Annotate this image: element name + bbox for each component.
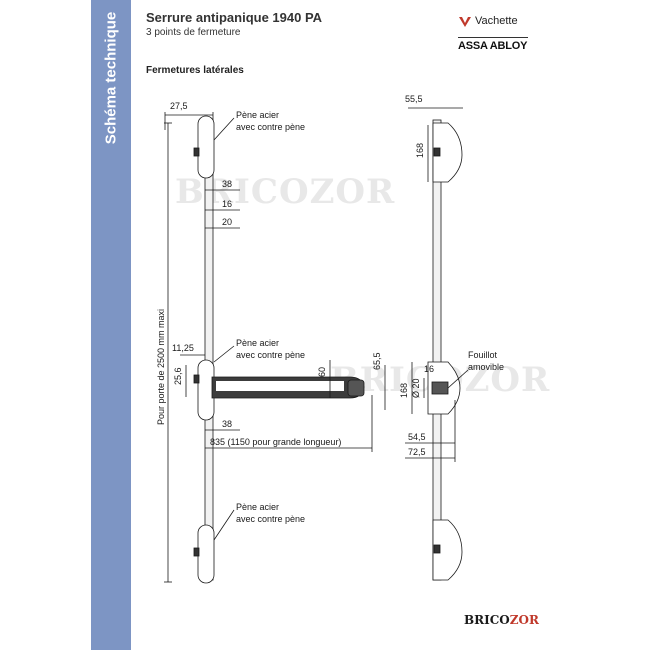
- front-note-top-1: Pène acier: [236, 110, 279, 120]
- front-note-mid-2: avec contre pène: [236, 350, 305, 360]
- side-rod: [432, 119, 442, 581]
- front-leader-mid: [213, 345, 235, 363]
- side-note-fouillot-2: amovible: [468, 362, 504, 372]
- section-heading: Fermetures latérales: [146, 65, 244, 76]
- vachette-mark-icon: [459, 17, 471, 27]
- page-title: Serrure antipanique 1940 PA: [146, 10, 323, 25]
- front-label-27-5: 27,5: [170, 101, 188, 111]
- front-label-25-6: 25,6: [173, 367, 183, 385]
- side-label-72-5: 72,5: [408, 447, 426, 457]
- front-bottom-bolt: [197, 524, 215, 584]
- front-top-latch: [193, 147, 200, 157]
- front-label-60: 60: [317, 367, 327, 377]
- front-note-bot-2: avec contre pène: [236, 514, 305, 524]
- side-leader-fouillot: [447, 369, 469, 389]
- side-label-54-5: 54,5: [408, 432, 426, 442]
- front-label-20: 20: [222, 217, 232, 227]
- footer-logo-prefix: BRICO: [464, 613, 510, 627]
- vachette-name: Vachette: [475, 15, 518, 27]
- front-label-835: 835 (1150 pour grande longueur): [210, 437, 341, 447]
- side-label-16: 16: [424, 364, 434, 374]
- front-note-mid-1: Pène acier: [236, 338, 279, 348]
- front-label-38-bottom: 38: [222, 419, 232, 429]
- front-leader-top: [213, 117, 235, 141]
- side-top-head: [432, 122, 463, 183]
- front-rod: [204, 119, 214, 581]
- front-bottom-latch: [193, 547, 200, 557]
- vachette-logo: Vachette: [458, 14, 538, 34]
- side-label-168-mid: 168: [399, 383, 409, 398]
- side-label-168-top: 168: [415, 143, 425, 158]
- footer-logo: BRICOZOR: [460, 608, 540, 634]
- front-top-bolt: [197, 115, 215, 179]
- assa-abloy-logo: ASSA ABLOY: [458, 40, 528, 52]
- front-label-16: 16: [222, 199, 232, 209]
- side-label-diam-20: Ø 20: [411, 378, 421, 398]
- side-label-55-5: 55,5: [405, 94, 423, 104]
- front-label-11-25: 11,25: [172, 343, 194, 353]
- front-leader-bottom: [213, 509, 235, 541]
- front-label-65-5: 65,5: [372, 352, 382, 370]
- front-label-height: Pour porte de 2500 mm maxi: [156, 309, 166, 425]
- side-bottom-head: [432, 519, 463, 581]
- footer-logo-suffix: ZOR: [509, 613, 539, 627]
- front-note-top-2: avec contre pène: [236, 122, 305, 132]
- assa-divider: [458, 37, 528, 38]
- side-note-fouillot-1: Fouillot: [468, 350, 498, 360]
- front-label-38-top: 38: [222, 179, 232, 189]
- sidebar-band: [91, 0, 131, 650]
- page-subtitle: 3 points de fermeture: [146, 27, 241, 38]
- front-note-bot-1: Pène acier: [236, 502, 279, 512]
- front-central-latch: [193, 374, 200, 384]
